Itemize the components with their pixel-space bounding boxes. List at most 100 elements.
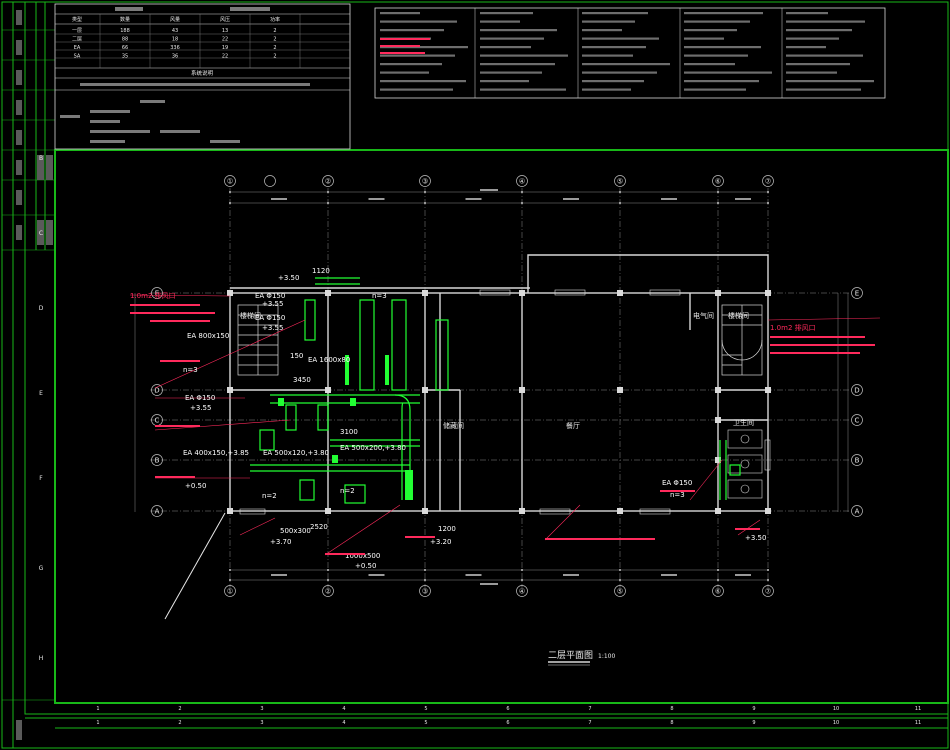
grid-bubble-col (516, 585, 528, 597)
ea500-120-label: EA 500x120,+3.80 (263, 449, 329, 457)
room-electric: 电气间 (693, 311, 714, 320)
sheet-row-letter: C (39, 230, 43, 237)
dim-3100: 3100 (340, 428, 358, 436)
n3-label-a: n=3 (183, 366, 198, 374)
room-stair-left: 楼梯间 (240, 311, 261, 320)
sheet-col-number: 9 (752, 706, 755, 712)
grid-bubble-row (851, 414, 863, 426)
grid-label-col: ⑤ (617, 178, 623, 186)
grid-bubble-col (224, 175, 236, 187)
ea150-top2-label: EA Φ150 (255, 314, 285, 322)
n3-label-b: n=3 (670, 491, 685, 499)
ea150-left-label: EA Φ150 (185, 394, 215, 402)
grid-bubble-col (224, 585, 236, 597)
drawing-title: 二层平面图 (548, 650, 593, 661)
structural-column (227, 290, 233, 296)
grid-label-col: ① (227, 178, 233, 186)
note-exhaust-right: 1.0m2 排风口 (770, 323, 816, 332)
structural-column (715, 387, 721, 393)
grid-bubble-col (614, 585, 626, 597)
schedule-cell: 二层 (72, 37, 82, 43)
schedule-cell: 2 (273, 45, 276, 51)
structural-column (715, 457, 721, 463)
structural-column (617, 508, 623, 514)
schedule-cell: 13 (222, 28, 228, 34)
exhaust-duct-network (250, 277, 741, 504)
title-strip (2, 10, 55, 740)
schedule-cell: 2 (273, 37, 276, 43)
elev-350: +3.50 (278, 274, 299, 282)
schedule-header-cell: 风量 (170, 16, 180, 23)
grid-bubble-col (762, 175, 774, 187)
sheet-col-number: 6 (506, 720, 509, 726)
grid-label-col: ⑤ (617, 588, 623, 596)
structural-column (422, 387, 428, 393)
grid-label-row: A (855, 508, 860, 516)
schedule-header-cell: 风压 (220, 17, 230, 23)
grid-label-row: B (855, 457, 860, 465)
structural-column (519, 290, 525, 296)
grid-label-col: ⑦ (765, 178, 771, 186)
structural-column (227, 508, 233, 514)
duct-fittings (278, 355, 413, 500)
elev-050-a: +0.50 (185, 482, 206, 490)
structural-column (715, 508, 721, 514)
grid-bubble-col (762, 585, 774, 597)
sheet-col-number: 8 (670, 706, 673, 712)
grid-bubble-row (851, 287, 863, 299)
grid-label-row: E (155, 290, 159, 298)
design-notes-block (374, 7, 886, 99)
schedule-cell: 一层 (72, 28, 82, 34)
room-wc: 卫生间 (733, 418, 754, 427)
dim-3450: 3450 (293, 376, 311, 384)
grid-label-row: D (854, 387, 859, 395)
grid-label-col: ④ (519, 178, 525, 186)
schedule-cell: 66 (122, 45, 128, 51)
sheet-col-number: 6 (506, 706, 509, 712)
grid-bubble-col (419, 585, 431, 597)
grid-label-col: ⑥ (715, 178, 721, 186)
grid-label-row: E (855, 290, 859, 298)
sheet-col-number: 3 (260, 706, 263, 712)
room-stair-right: 楼梯间 (728, 311, 749, 320)
schedule-cell: 22 (222, 54, 228, 60)
schedule-cell: EA (74, 45, 81, 51)
grid-label-col: ③ (422, 588, 428, 596)
room-hall: 餐厅 (566, 421, 580, 430)
grid-bubble-col (516, 175, 528, 187)
drawing-title-block: 二层平面图 1:100 (548, 650, 615, 666)
structural-column (325, 508, 331, 514)
grid-bubble-row (851, 505, 863, 517)
grid-label-col: ⑥ (715, 588, 721, 596)
ea150-left-elev: +3.55 (190, 404, 211, 412)
sheet-col-number: 7 (588, 720, 591, 726)
schedule-cell: 88 (122, 37, 128, 43)
structural-column (715, 290, 721, 296)
n2-label-a: n=2 (262, 492, 277, 500)
grid-label-col: ① (227, 588, 233, 596)
schedule-cell: 35 (122, 54, 128, 60)
sheet-col-number: 10 (833, 706, 839, 712)
ea1600-label: EA 1600x80 (308, 356, 350, 364)
grid-bubble-col (419, 175, 431, 187)
sheet-row-letter: D (39, 305, 44, 312)
drawing-scale: 1:100 (598, 653, 615, 660)
grid-label-col: ② (325, 588, 331, 596)
structural-column (519, 508, 525, 514)
schedule-cell: 36 (172, 54, 178, 60)
grid-bubble-row (851, 384, 863, 396)
room-storage: 储藏间 (443, 421, 464, 430)
grid-label-row: D (154, 387, 159, 395)
schedule-cell: 188 (120, 28, 130, 34)
grid-bubble-col (712, 175, 724, 187)
structural-column (617, 387, 623, 393)
ea150-right-label: EA Φ150 (662, 479, 692, 487)
dim-1120: 1120 (312, 267, 330, 275)
grid-bubble-col (322, 585, 334, 597)
grid-bubble-col (712, 585, 724, 597)
